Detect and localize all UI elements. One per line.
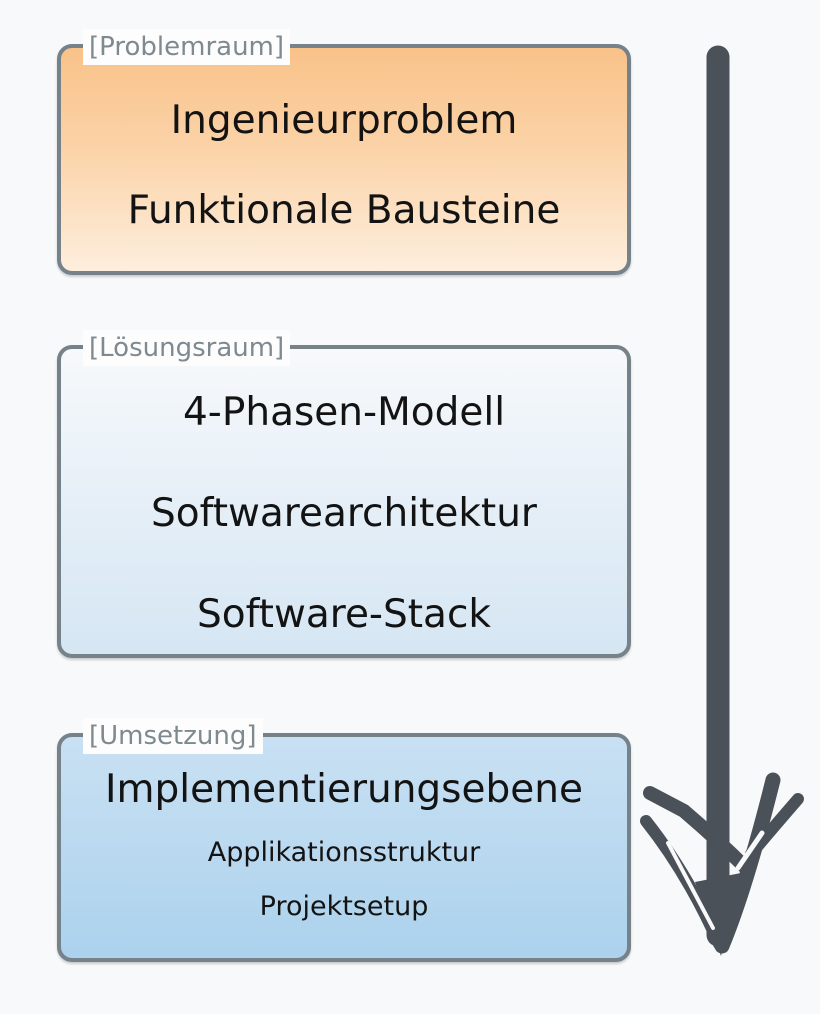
box-item: Implementierungsebene — [105, 767, 583, 812]
down-arrow-icon — [640, 45, 804, 956]
box-item: Funktionale Bausteine — [127, 188, 561, 233]
box-item: Applikationsstruktur — [207, 837, 481, 868]
box-item: Software-Stack — [197, 592, 491, 637]
problemraum-box: [Problemraum] Ingenieurproblem Funktiona… — [57, 29, 631, 275]
box-item: Ingenieurproblem — [170, 98, 518, 143]
problemraum-tag: [Problemraum] — [83, 29, 291, 65]
box-item: Projektsetup — [259, 891, 429, 922]
loesungsraum-box: [Lösungsraum] 4-Phasen-Modell Softwarear… — [57, 330, 631, 658]
umsetzung-tag: [Umsetzung] — [83, 718, 263, 754]
box-item: Softwarearchitektur — [151, 491, 537, 536]
umsetzung-box: [Umsetzung] Implementierungsebene Applik… — [57, 718, 631, 962]
box-item: 4-Phasen-Modell — [182, 390, 506, 435]
loesungsraum-tag: [Lösungsraum] — [83, 330, 291, 366]
